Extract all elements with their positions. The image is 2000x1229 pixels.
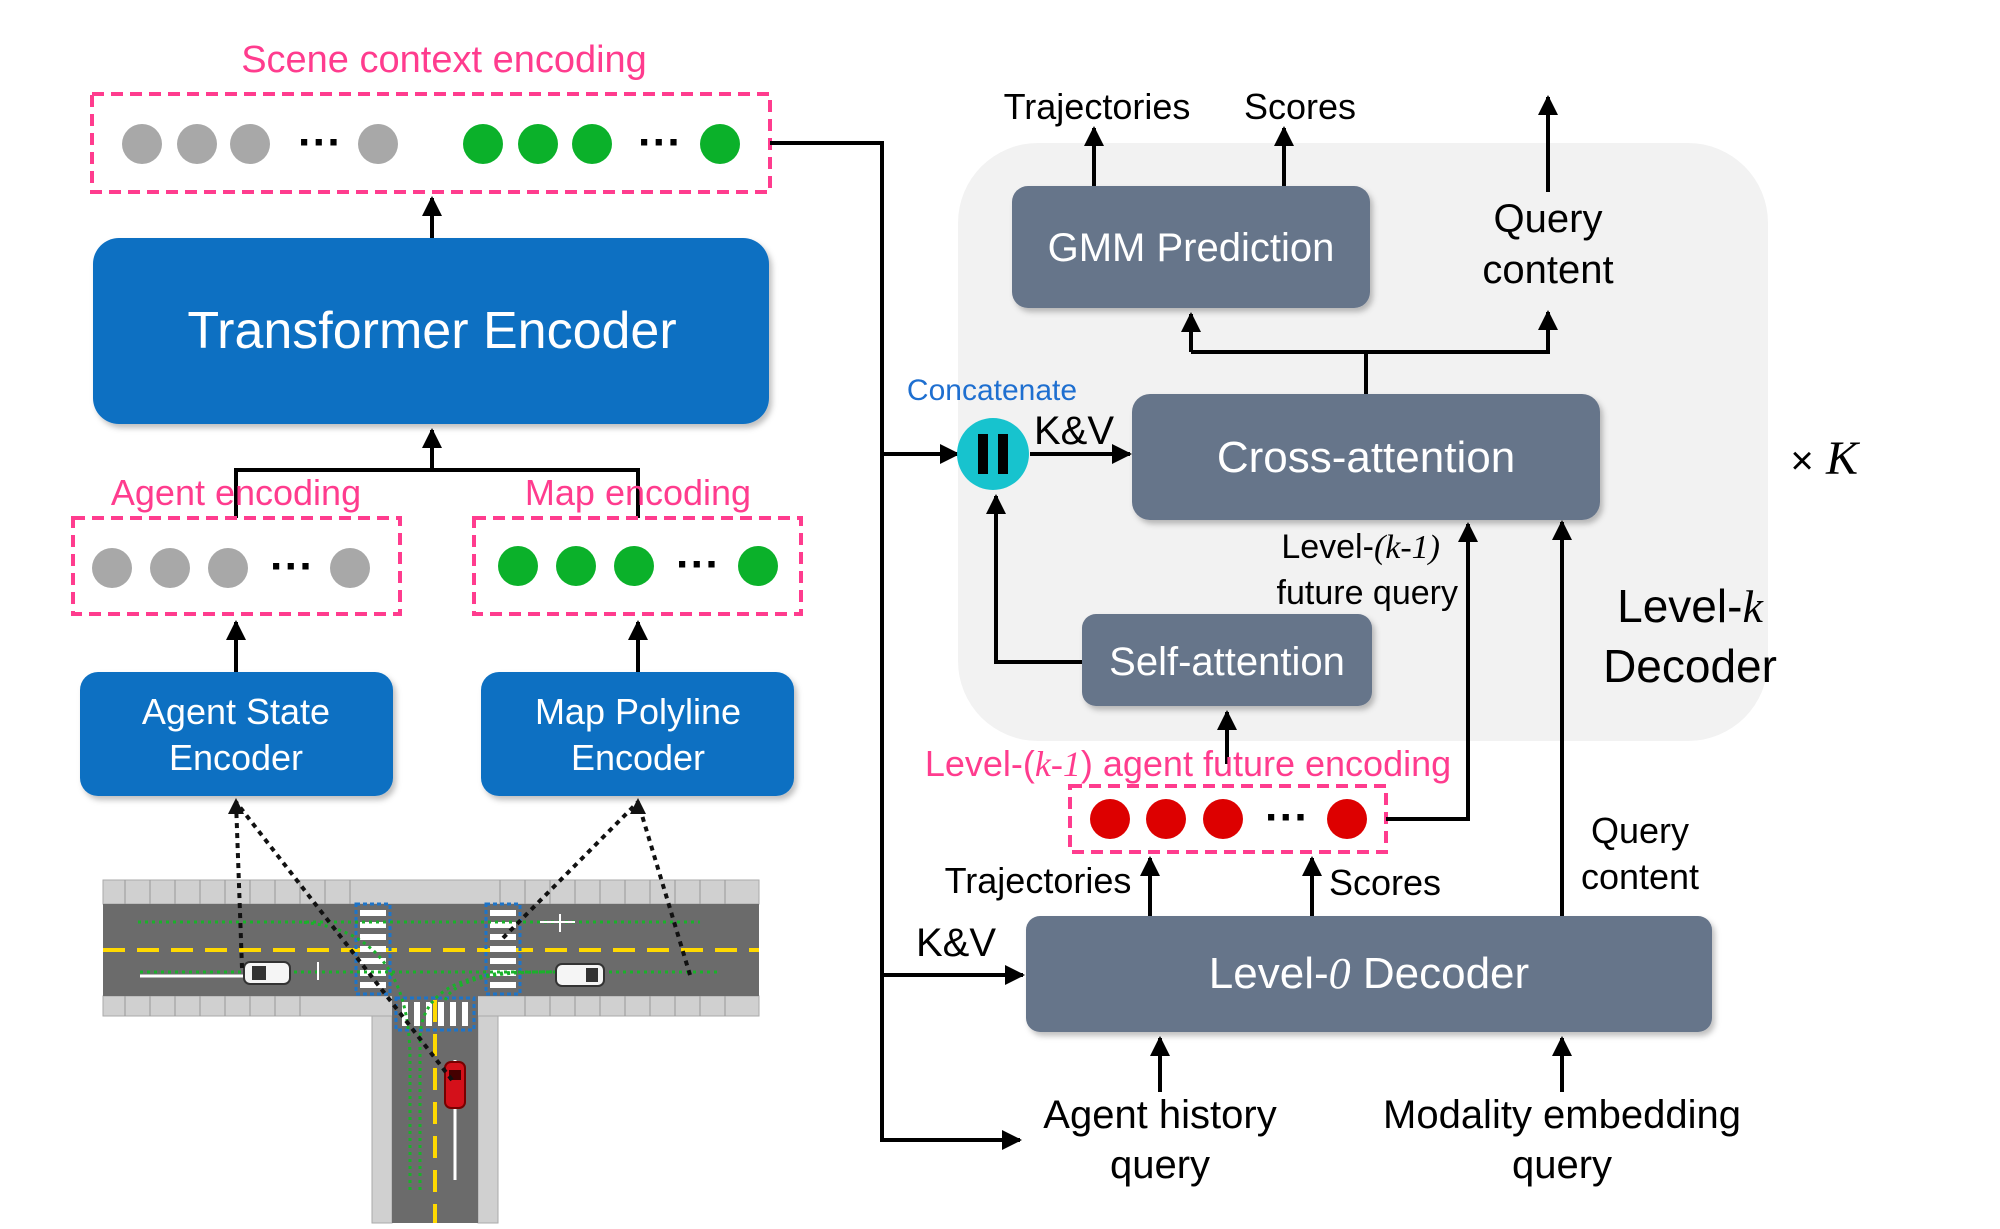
gmm-prediction-label: GMM Prediction — [1048, 226, 1335, 270]
agent-token — [230, 124, 270, 164]
scene-context-tokens: ··· ··· — [122, 118, 740, 167]
car-icon — [243, 961, 291, 985]
future-encoding-tokens: ··· — [1090, 793, 1367, 842]
transformer-encoder-label: Transformer Encoder — [187, 302, 676, 360]
scene-context-label: Scene context encoding — [241, 39, 647, 81]
cross-attention-label: Cross-attention — [1217, 433, 1515, 482]
query-content-bottom-label-1: Query — [1591, 810, 1689, 851]
agent-state-encoder-box — [80, 672, 393, 796]
ellipsis: ··· — [298, 118, 342, 167]
self-attention-box — [1082, 614, 1372, 706]
modality-embedding-query-label-1: Modality embedding — [1383, 1093, 1741, 1137]
level0-decoder-label: Level-0 Decoder — [1209, 949, 1529, 998]
concatenate-label: Concatenate — [907, 374, 1077, 407]
ego-car-icon — [444, 1061, 466, 1109]
query-content-top-label-2: content — [1482, 248, 1613, 292]
map-polyline-encoder-box — [481, 672, 794, 796]
agent-history-query-label-2: query — [1110, 1143, 1210, 1187]
level0-decoder-box — [1026, 916, 1712, 1032]
map-encoding-label: Map encoding — [525, 472, 751, 513]
agent-history-query-label-1: Agent history — [1043, 1093, 1276, 1137]
kv-top-label: K&V — [1034, 409, 1114, 453]
repeat-symbol: × — [1790, 439, 1813, 483]
agent-state-encoder-label-1: Agent State — [142, 691, 330, 732]
agent-encoding-tokens: ··· — [92, 542, 370, 591]
level-prev-query-label-2: future query — [1277, 574, 1458, 612]
kv-bottom-label: K&V — [916, 921, 996, 965]
svg-text:···: ··· — [270, 542, 314, 591]
future-encoding-label: Level-(k-1) agent future encoding — [925, 743, 1451, 784]
trajectories-output-label: Trajectories — [1004, 86, 1191, 127]
ellipsis: ··· — [638, 118, 682, 167]
agent-encoding-label: Agent encoding — [111, 472, 361, 513]
query-content-bottom-label-2: content — [1581, 856, 1699, 897]
repeat-count-k: K — [1825, 432, 1861, 485]
map-token — [518, 124, 558, 164]
transformer-encoder-box — [93, 238, 769, 424]
agent-token — [122, 124, 162, 164]
map-encoding-tokens: ··· — [498, 540, 778, 589]
map-polyline-encoder-label-1: Map Polyline — [535, 691, 741, 732]
map-token — [463, 124, 503, 164]
agent-token — [358, 124, 398, 164]
agent-token — [177, 124, 217, 164]
agent-state-encoder-label-2: Encoder — [169, 737, 303, 778]
gmm-prediction-box — [1012, 186, 1370, 308]
concatenate-icon — [957, 418, 1029, 490]
svg-text:···: ··· — [1265, 793, 1309, 842]
road-scene-illustration — [102, 879, 760, 1224]
modality-embedding-query-label-2: query — [1512, 1143, 1612, 1187]
level-k-decoder-label-2: Decoder — [1603, 640, 1777, 692]
map-token — [700, 124, 740, 164]
self-attention-label: Self-attention — [1109, 640, 1345, 684]
query-content-top-label-1: Query — [1494, 197, 1603, 241]
scores-output-label: Scores — [1244, 86, 1356, 127]
map-token — [572, 124, 612, 164]
level-k-decoder-label-1: Level-k — [1617, 580, 1764, 632]
trajectories-level0-label: Trajectories — [945, 860, 1132, 901]
scores-level0-label: Scores — [1329, 862, 1441, 903]
svg-text:···: ··· — [676, 540, 720, 589]
cross-attention-box — [1132, 394, 1600, 520]
level-prev-query-label-1: Level-(k-1) — [1281, 528, 1440, 566]
map-polyline-encoder-label-2: Encoder — [571, 737, 705, 778]
